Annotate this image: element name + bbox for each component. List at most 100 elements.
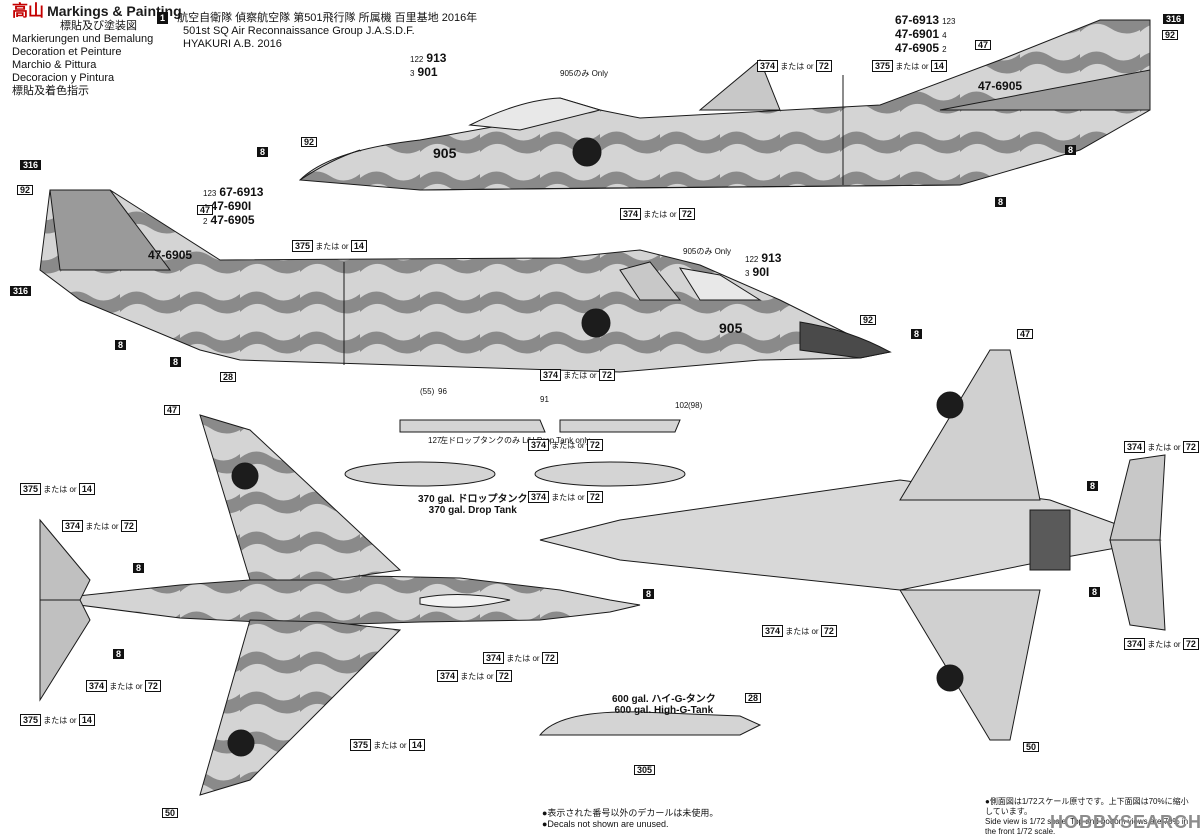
decal-callout: 47 <box>197 205 214 215</box>
title-es: Decoracion y Pintura <box>12 72 115 84</box>
decal-callout-374: 374 または or 72 <box>1124 638 1199 650</box>
c72: 72 <box>495 670 512 682</box>
decal-callout: 8 <box>1087 481 1099 491</box>
or-label: または or <box>43 716 77 725</box>
c375: 375 <box>350 739 372 751</box>
serial-code: 47-6905 <box>210 213 255 227</box>
c375: 375 <box>872 60 894 72</box>
drop-tank-jp: 370 gal. ドロップタンク <box>418 494 528 505</box>
c374: 374 <box>437 670 459 682</box>
high-g-en: 600 gal. High-G-Tank <box>614 705 714 716</box>
side-view-middle <box>39 189 892 373</box>
base-en: HYAKURI A.B. 2016 <box>183 38 282 50</box>
or-label: または or <box>895 62 929 71</box>
header-block: 高山 Markings & Painting 標貼及び塗装図 Markierun… <box>12 4 182 98</box>
or-label: または or <box>43 485 77 494</box>
or-label: または or <box>373 741 407 750</box>
decal-callout: 50 <box>162 808 179 818</box>
scheme-block: 1 航空自衛隊 偵察航空隊 第501飛行隊 所属機 百里基地 2016年 501… <box>157 12 477 51</box>
decal-callout: 47 <box>164 405 181 415</box>
title-de: Markierungen und Bemalung <box>12 33 154 45</box>
decal-callout-374: 374 または or 72 <box>762 625 837 637</box>
only-label-2: 905のみ Only <box>683 247 732 256</box>
c374: 374 <box>757 60 779 72</box>
decal-callout: 8 <box>643 589 655 599</box>
decal-callout: 8 <box>1089 587 1101 597</box>
or-label: または or <box>563 371 597 380</box>
decal-callout: 28 <box>745 693 762 703</box>
c72: 72 <box>144 680 161 692</box>
c72: 72 <box>815 60 832 72</box>
c72: 72 <box>586 439 603 451</box>
decal-callout-374: 374 または or 72 <box>437 670 512 682</box>
tank-num: 127 <box>428 436 442 445</box>
decal-callout-375: 375 または or 14 <box>292 240 367 252</box>
c72: 72 <box>1182 441 1199 453</box>
or-label: または or <box>315 242 349 251</box>
only-label: 905のみ Only <box>560 69 609 78</box>
lh-tank-note: 左ドロップタンクのみ L/H Drop Tank only <box>440 436 591 445</box>
unit-en: 501st SQ Air Reconnaissance Group J.A.S.… <box>183 25 415 37</box>
title-it: Marchio & Pittura <box>12 59 97 71</box>
c374: 374 <box>483 652 505 664</box>
or-label: または or <box>1147 640 1181 649</box>
or-label: または or <box>551 441 585 450</box>
c375: 375 <box>20 483 42 495</box>
decal-callout-375: 375 または or 14 <box>350 739 425 751</box>
or-label: または or <box>643 210 677 219</box>
title-cn: 標貼及着色指示 <box>12 85 89 97</box>
decal-callout: 92 <box>17 185 34 195</box>
footer-note: ●表示された番号以外のデカールは未使用。 ●Decals not shown a… <box>542 806 718 829</box>
or-label: または or <box>785 627 819 636</box>
high-g-decal: 305 <box>634 765 656 775</box>
decal-callout-374: 374 または or 72 <box>620 208 695 220</box>
c14: 14 <box>408 739 425 751</box>
footer-note-jp: ●表示された番号以外のデカールは未使用。 <box>542 808 719 818</box>
decal-callout-374: 374 または or 72 <box>528 439 603 451</box>
scheme-number-badge: 1 <box>157 12 169 24</box>
decal-callout: 92 <box>1162 30 1179 40</box>
serial-code: 47-6901 <box>895 27 940 41</box>
tail-code-middle: 47-6905 <box>148 248 193 262</box>
c374: 374 <box>1124 638 1146 650</box>
serial-code: 67-6913 <box>219 185 264 199</box>
or-label: または or <box>780 62 814 71</box>
drop-tank-caption: 370 gal. ドロップタンク 370 gal. Drop Tank <box>418 490 527 516</box>
c72: 72 <box>598 369 615 381</box>
decal-callout: 316 <box>20 160 42 170</box>
watermark-right: HOBBYSEARCH <box>1050 812 1200 832</box>
serial-num: 2 <box>203 217 208 226</box>
serial-num: 123 <box>942 17 956 26</box>
decal-callout-374: 374 または or 72 <box>1124 441 1199 453</box>
or-label: または or <box>109 682 143 691</box>
decal-callout: 8 <box>1065 145 1077 155</box>
scale-note: ●側面図は1/72スケール原寸です。上下面図は70%に縮小しています。 Side… <box>985 797 1195 837</box>
decal-callout: 316 <box>1163 14 1185 24</box>
serial-num: 123 <box>203 189 217 198</box>
decal-callout: 8 <box>113 649 125 659</box>
serial-num: 3 <box>745 269 750 278</box>
serial-code: 913 <box>761 251 782 265</box>
c375: 375 <box>20 714 42 726</box>
decal-callout: 50 <box>1023 742 1040 752</box>
tank-num: 91 <box>540 395 549 404</box>
tank-num: (98) <box>688 401 703 410</box>
c374: 374 <box>528 491 550 503</box>
c14: 14 <box>78 714 95 726</box>
decal-callout: 8 <box>911 329 923 339</box>
side-view-upper <box>298 19 1151 191</box>
c72: 72 <box>678 208 695 220</box>
c374: 374 <box>86 680 108 692</box>
nose-code-upper: 905 <box>433 145 457 161</box>
serial-options-upper: 67-6913 123 47-6901 4 47-6905 2 <box>895 14 955 56</box>
serial-num: 3 <box>410 69 415 78</box>
decal-callout: 8 <box>257 147 269 157</box>
top-view <box>39 414 641 796</box>
tail-code-upper: 47-6905 <box>978 79 1023 93</box>
decal-callout-374: 374 または or 72 <box>528 491 603 503</box>
high-g-tank-caption: 600 gal. ハイ-G-タンク 600 gal. High-G-Tank <box>612 690 716 716</box>
c375: 375 <box>292 240 314 252</box>
serial-num: 122 <box>745 255 759 264</box>
c14: 14 <box>350 240 367 252</box>
scale-note-en: Side view is 1/72 scale. Top and bottom … <box>985 817 1189 836</box>
